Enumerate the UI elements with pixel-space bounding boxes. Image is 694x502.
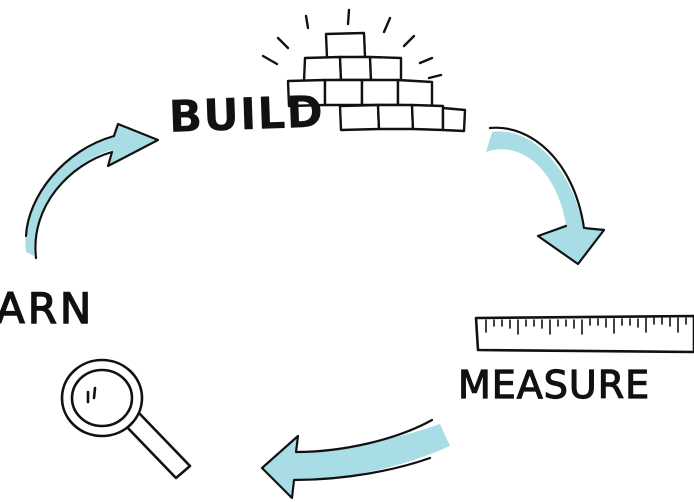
stage-label-learn: ARN: [0, 284, 95, 333]
magnifying-glass-icon: [60, 358, 192, 480]
brick-wall-icon: [261, 8, 467, 133]
arrow-build-to-measure: [486, 126, 606, 266]
stage-label-build: BUILD: [167, 86, 325, 143]
sparkle-icon: [261, 8, 443, 80]
ruler-icon: [474, 314, 694, 354]
arrow-measure-to-learn: [260, 418, 450, 500]
stage-label-measure: MEASURE: [457, 363, 651, 407]
arrow-learn-to-build: [24, 122, 160, 260]
